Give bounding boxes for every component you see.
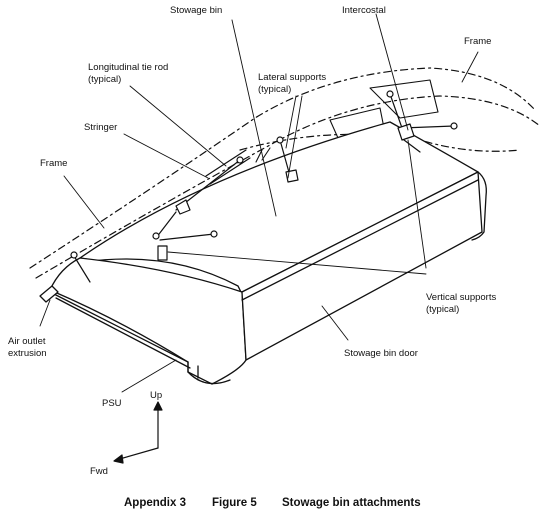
label-psu: PSU: [102, 398, 122, 409]
label-up: Up: [150, 390, 162, 401]
leader-lines: [39, 13, 479, 393]
label-air-outlet-extrusion: extrusion: [8, 348, 47, 359]
label-lateral-supports-typical: (typical): [258, 84, 291, 95]
label-longitudinal-tie-rod-typical: (typical): [88, 74, 121, 85]
label-air-outlet: Air outlet: [8, 336, 46, 347]
label-lateral-supports: Lateral supports: [258, 72, 326, 83]
figure-caption: Appendix 3 Figure 5 Stowage bin attachme…: [124, 497, 421, 509]
up-arrowhead: [153, 401, 163, 411]
label-fwd: Fwd: [90, 466, 108, 477]
caption-figure: Figure 5: [212, 497, 257, 509]
label-stowage-bin: Stowage bin: [170, 5, 222, 16]
stowage-bin-body: [39, 121, 487, 385]
fwd-axis-line: [115, 447, 159, 461]
label-stringer: Stringer: [84, 122, 117, 133]
label-vertical-supports-typical: (typical): [426, 304, 459, 315]
tie-rods-and-supports: [70, 90, 458, 283]
label-frame-left: Frame: [40, 158, 67, 169]
label-longitudinal-tie-rod: Longitudinal tie rod: [88, 62, 168, 73]
caption-appendix: Appendix 3: [124, 497, 186, 509]
orientation-axes: [113, 401, 163, 464]
caption-title: Stowage bin attachments: [282, 497, 421, 509]
label-vertical-supports: Vertical supports: [426, 292, 496, 303]
fwd-arrowhead: [113, 454, 124, 464]
label-frame-right: Frame: [464, 36, 491, 47]
label-intercostal: Intercostal: [342, 5, 386, 16]
labels: Stowage bin Intercostal Frame Longitudin…: [8, 5, 496, 477]
label-stowage-bin-door: Stowage bin door: [344, 348, 418, 359]
